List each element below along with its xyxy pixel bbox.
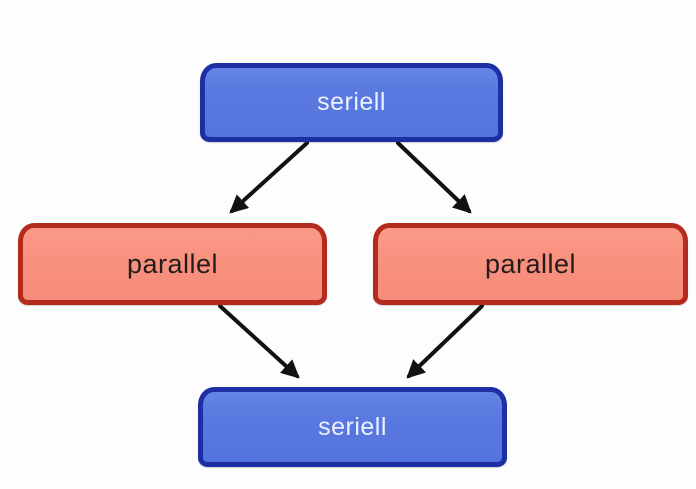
node-label: seriell	[318, 412, 387, 441]
node-seriell-top: seriell	[200, 63, 503, 142]
node-seriell-bottom: seriell	[198, 387, 507, 467]
node-parallel-right: parallel	[373, 223, 688, 305]
node-parallel-left: parallel	[18, 223, 327, 305]
edge-parallel-right-to-seriell-bottom	[406, 304, 484, 379]
edge-seriell-top-to-parallel-left	[229, 141, 309, 214]
edge-parallel-left-to-seriell-bottom	[218, 304, 300, 379]
node-label: parallel	[126, 248, 219, 279]
node-label: parallel	[484, 248, 577, 279]
node-label: seriell	[317, 88, 386, 116]
edge-seriell-top-to-parallel-right	[396, 141, 472, 214]
